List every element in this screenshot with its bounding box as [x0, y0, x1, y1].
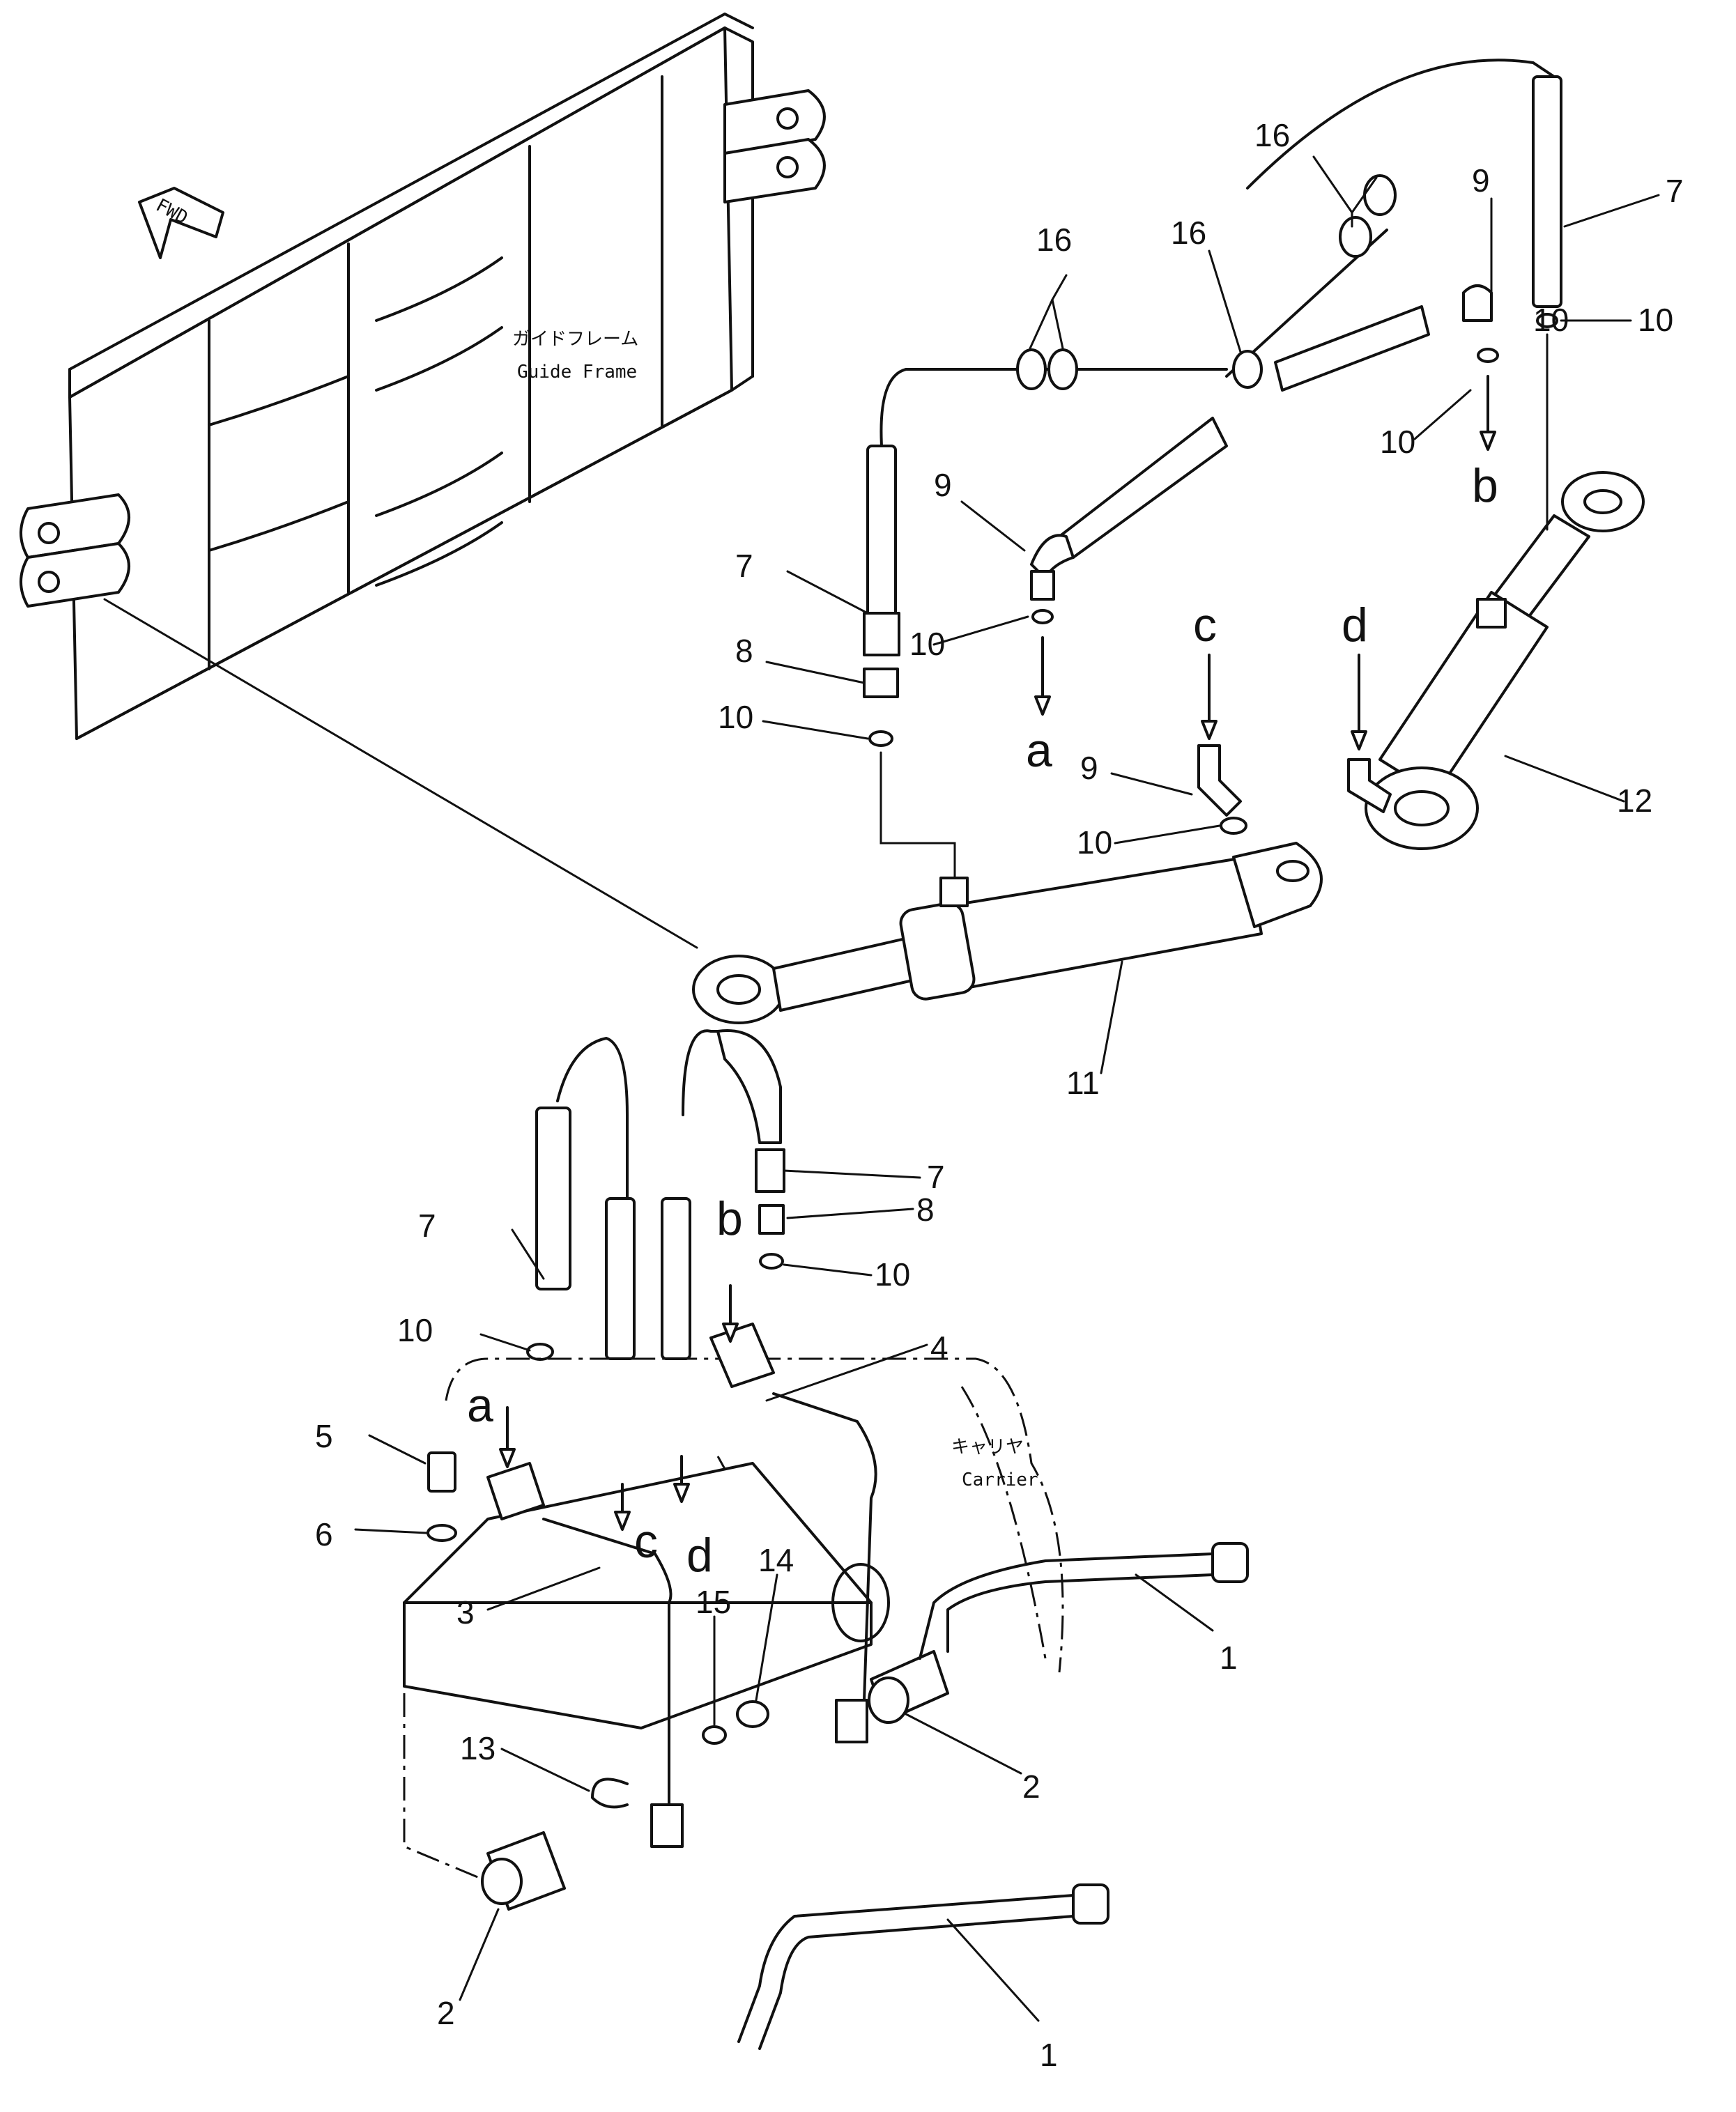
- cylinder-12: [1365, 471, 1645, 850]
- part-label: 7: [418, 1208, 436, 1244]
- part-label: 10: [718, 699, 753, 735]
- part-label: 10: [875, 1256, 910, 1293]
- part-label: 11: [1066, 1065, 1100, 1101]
- connection-letter-b: b: [716, 1192, 743, 1245]
- part-label: 16: [1254, 117, 1290, 153]
- connection-letter-a: a: [1026, 724, 1052, 777]
- part-label: 12: [1617, 783, 1652, 819]
- part-label: 16: [1036, 222, 1072, 258]
- part-label: 10: [397, 1312, 433, 1348]
- part-label: 7: [927, 1159, 945, 1195]
- part-label: 14: [758, 1542, 794, 1578]
- connection-letter-b: b: [1472, 459, 1498, 512]
- part-label: 2: [1022, 1768, 1040, 1805]
- part-label: 2: [437, 1995, 455, 2031]
- connection-letters: a a b b c c d d: [467, 459, 1498, 1582]
- part-label: 8: [735, 633, 753, 669]
- part-label: 15: [696, 1584, 731, 1620]
- guide-frame: FWD ガイドフレーム Guide Frame: [20, 13, 826, 949]
- part-label: 13: [460, 1730, 496, 1766]
- connection-letter-d: d: [1342, 599, 1368, 652]
- connection-letter-c: c: [634, 1515, 658, 1568]
- part-label: 7: [735, 548, 753, 584]
- connection-letter-a: a: [467, 1379, 493, 1432]
- part-label: 6: [315, 1516, 333, 1552]
- leader-lines: [354, 155, 1660, 2022]
- part-number-labels: 1 1 2 2 3 4 5 6 7 7 7 7 8 8 9 9 9 10 10 …: [315, 117, 1684, 2073]
- valve-assembly: キャリヤ Carrier: [403, 1029, 1249, 2050]
- cylinder-11: [692, 842, 1323, 1024]
- part-label: 7: [1666, 173, 1684, 209]
- part-label: 16: [1171, 215, 1206, 251]
- carrier-label-jp: キャリヤ: [951, 1437, 1024, 1458]
- part-label: 10: [909, 626, 945, 662]
- part-label: 9: [1080, 750, 1098, 786]
- part-label: 5: [315, 1418, 333, 1454]
- part-label: 9: [1472, 162, 1490, 199]
- part-label: 9: [934, 467, 952, 503]
- part-label: 1: [1220, 1640, 1238, 1676]
- part-label: 10: [1077, 824, 1112, 861]
- carrier-label-en: Carrier: [962, 1470, 1038, 1490]
- part-label: 10: [1533, 302, 1569, 338]
- part-label: 1: [1040, 2037, 1058, 2073]
- part-label: 10: [1380, 424, 1415, 460]
- part-label: 4: [930, 1329, 948, 1366]
- guide-frame-label-jp: ガイドフレーム: [512, 329, 638, 350]
- connection-letter-c: c: [1193, 599, 1217, 652]
- part-label: 3: [456, 1594, 475, 1631]
- part-label: 10: [1638, 302, 1673, 338]
- connection-letter-d: d: [686, 1529, 713, 1582]
- guide-frame-label-en: Guide Frame: [517, 362, 637, 383]
- part-label: 8: [916, 1192, 935, 1228]
